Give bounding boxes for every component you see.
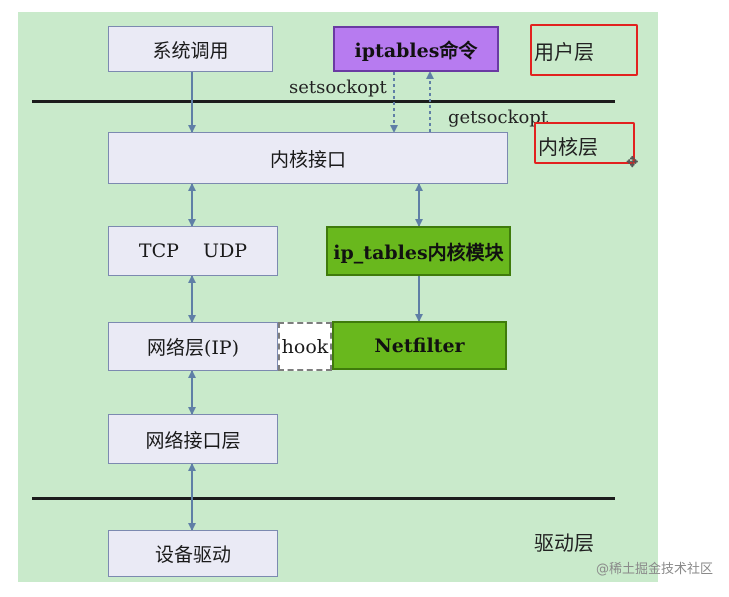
diagram-canvas	[18, 12, 658, 582]
tcp-udp-box: TCP UDP	[108, 226, 278, 276]
user-layer-label: 用户层	[534, 40, 594, 64]
device-driver-box: 设备驱动	[108, 530, 278, 577]
ip-tables-module-box: ip_tables内核模块	[326, 226, 511, 276]
move-cursor-icon: ✥	[626, 153, 639, 171]
network-layer-box: 网络层(IP)	[108, 322, 278, 371]
kernel-layer-highlight	[534, 122, 635, 164]
network-interface-layer-box: 网络接口层	[108, 414, 278, 464]
getsockopt-label: getsockopt	[448, 107, 549, 128]
user-layer-highlight	[530, 24, 638, 76]
netfilter-box: Netfilter	[332, 321, 507, 370]
kernel-interface-box: 内核接口	[108, 132, 508, 184]
syscall-box: 系统调用	[108, 26, 273, 72]
user-kernel-separator	[32, 100, 615, 103]
hook-box: hook	[278, 322, 332, 371]
driver-layer-label: 驱动层	[534, 531, 594, 555]
iptables-command-box: iptables命令	[333, 26, 499, 72]
kernel-layer-label: 内核层	[538, 135, 598, 159]
kernel-driver-separator	[32, 497, 615, 500]
setsockopt-label: setsockopt	[289, 77, 387, 98]
watermark: @稀土掘金技术社区	[595, 562, 713, 577]
